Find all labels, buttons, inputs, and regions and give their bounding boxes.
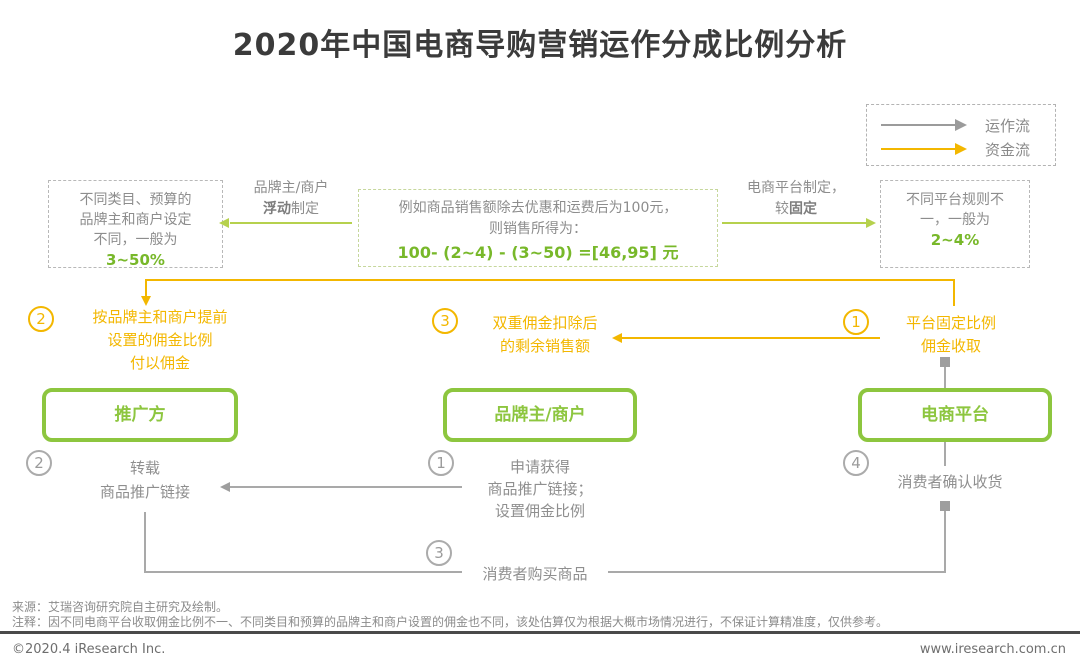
legend-row-capital: 资金流 xyxy=(881,137,1043,161)
bold-text: 浮动 xyxy=(263,201,291,217)
text-line: 商品推广链接； xyxy=(487,480,593,498)
text-line: 浮动制定 xyxy=(228,199,354,220)
arrow-head-right-icon xyxy=(866,218,876,228)
bold-text: 固定 xyxy=(789,201,817,217)
arrow-head-icon xyxy=(955,119,967,131)
arrow-head-icon xyxy=(955,143,967,155)
text-line: 例如商品销售额除去优惠和运费后为100元， xyxy=(398,200,678,216)
text-line: 品牌主和商户设定 xyxy=(79,212,192,228)
operation-flow-arrow-icon xyxy=(881,119,967,131)
highlight-value: 3~50% xyxy=(106,251,165,269)
capital-flow-line xyxy=(145,279,955,281)
operation-flow-line xyxy=(230,486,462,488)
text-line: 平台固定比例 xyxy=(905,314,996,332)
capital-flow-line xyxy=(145,280,147,297)
operation-flow-line xyxy=(944,366,946,388)
commission-range-box-right: 不同平台规则不 一，一般为 2~4% xyxy=(880,180,1030,268)
operation-flow-line xyxy=(608,571,946,573)
operation-step-4-badge: 4 xyxy=(843,450,869,476)
operation-step-1-badge: 1 xyxy=(428,450,454,476)
text-line: 则销售所得为： xyxy=(489,221,587,237)
text-line: 不同类目、预算的 xyxy=(79,192,192,208)
operation-step-4-text: 消费者确认收货 xyxy=(897,473,1003,491)
capital-step-2-badge: 2 xyxy=(28,306,54,332)
capital-flow-line xyxy=(622,337,880,339)
text-line: 不同，一般为 xyxy=(93,232,178,248)
flow-line xyxy=(722,222,868,224)
operation-flow-line xyxy=(944,442,946,466)
entity-platform: 电商平台 xyxy=(858,388,1052,442)
arrow-head-up-icon xyxy=(940,357,950,367)
operation-step-2-text: 转载 商品推广链接 xyxy=(85,456,205,504)
arrow-head-left-icon xyxy=(219,218,229,228)
footer-copyright: ©2020.4 iResearch Inc. xyxy=(12,642,166,657)
right-connector-label: 电商平台制定， 较固定 xyxy=(726,178,866,220)
source-note: 来源：艾瑞咨询研究院自主研究及绘制。 xyxy=(12,600,229,614)
text-line: 设置佣金比例 xyxy=(494,502,585,520)
capital-step-2-text: 按品牌主和商户提前 设置的佣金比例 付以佣金 xyxy=(60,306,260,375)
capital-step-1-badge: 1 xyxy=(843,309,869,335)
left-connector-label: 品牌主/商户 浮动制定 xyxy=(228,178,354,220)
text-line: 申请获得 xyxy=(509,458,570,476)
footer-divider xyxy=(0,631,1080,634)
operation-flow-line xyxy=(144,512,146,573)
legend-row-operation: 运作流 xyxy=(881,113,1043,137)
operation-flow-line xyxy=(144,571,462,573)
remark-note: 注释：因不同电商平台收取佣金比例不一、不同类目和预算的品牌主和商户设置的佣金也不… xyxy=(12,615,889,629)
formula-text: 100- (2~4) - (3~50) =[46,95] 元 xyxy=(397,243,679,262)
legend-capital-label: 资金流 xyxy=(985,140,1031,159)
legend: 运作流 资金流 xyxy=(866,104,1056,166)
arrow-head-up-icon xyxy=(940,501,950,511)
text-line: 的剩余销售额 xyxy=(499,337,590,355)
rest-text: 较 xyxy=(775,201,789,217)
arrow-head-left-icon xyxy=(612,333,622,343)
capital-flow-arrow-icon xyxy=(881,143,967,155)
entity-brand-merchant: 品牌主/商户 xyxy=(443,388,637,442)
text-line: 电商平台制定， xyxy=(747,180,845,196)
text-line: 较固定 xyxy=(726,199,866,220)
operation-step-2-badge: 2 xyxy=(26,450,52,476)
legend-operation-label: 运作流 xyxy=(985,116,1031,135)
arrow-head-down-icon xyxy=(141,296,151,306)
arrow-head-left-icon xyxy=(220,482,230,492)
text-line: 佣金收取 xyxy=(920,337,981,355)
text-line: 品牌主/商户 xyxy=(253,180,329,196)
capital-step-3-text: 双重佣金扣除后 的剩余销售额 xyxy=(478,312,612,358)
text-line: 双重佣金扣除后 xyxy=(492,314,598,332)
capital-flow-line xyxy=(953,280,955,306)
page-title: 2020年中国电商导购营销运作分成比例分析 xyxy=(232,28,848,63)
operation-step-3-badge: 3 xyxy=(426,540,452,566)
footer-website: www.iresearch.com.cn xyxy=(919,642,1066,657)
highlight-value: 2~4% xyxy=(930,231,980,249)
operation-step-1-text: 申请获得 商品推广链接； 设置佣金比例 xyxy=(470,456,610,522)
text-line: 商品推广链接 xyxy=(99,483,190,501)
text-line: 付以佣金 xyxy=(129,354,190,372)
rest-text: 制定 xyxy=(291,201,319,217)
flow-line xyxy=(230,222,352,224)
entity-promoter: 推广方 xyxy=(42,388,238,442)
text-line: 设置的佣金比例 xyxy=(107,331,213,349)
operation-flow-line xyxy=(944,511,946,573)
text-line: 一，一般为 xyxy=(920,212,990,228)
capital-step-3-badge: 3 xyxy=(432,308,458,334)
commission-range-box-left: 不同类目、预算的 品牌主和商户设定 不同，一般为 3~50% xyxy=(48,180,223,269)
text-line: 按品牌主和商户提前 xyxy=(92,308,228,326)
operation-step-3-text: 消费者购买商品 xyxy=(482,565,588,583)
capital-step-1-text: 平台固定比例 佣金收取 xyxy=(885,312,1017,358)
example-calculation-box: 例如商品销售额除去优惠和运费后为100元， 则销售所得为： 100- (2~4)… xyxy=(358,189,718,267)
text-line: 不同平台规则不 xyxy=(906,192,1004,208)
text-line: 转载 xyxy=(129,459,160,477)
